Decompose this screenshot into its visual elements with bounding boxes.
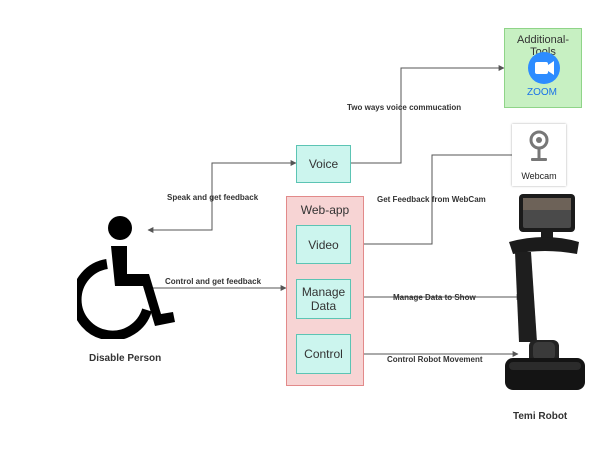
video-node[interactable]: Video bbox=[296, 225, 351, 264]
zoom-icon bbox=[528, 52, 560, 84]
control-node[interactable]: Control bbox=[296, 334, 351, 374]
edge-label-manage-robot: Manage Data to Show bbox=[393, 293, 476, 302]
edge-label-voice-tools: Two ways voice commucation bbox=[347, 103, 462, 112]
manage-data-node[interactable]: Manage Data bbox=[296, 279, 351, 319]
voice-label: Voice bbox=[308, 157, 339, 171]
webcam-label: Webcam bbox=[521, 171, 557, 181]
temi-robot-caption: Temi Robot bbox=[513, 411, 568, 422]
webcam-icon bbox=[529, 130, 549, 161]
control-label: Control bbox=[304, 347, 343, 361]
edge-webcam-video bbox=[350, 154, 512, 247]
zoom-label: ZOOM bbox=[527, 87, 557, 98]
web-app-label: Web-app bbox=[300, 203, 350, 217]
edge-person-voice bbox=[147, 160, 297, 233]
edge-label-control-robot: Control Robot Movement bbox=[387, 355, 483, 364]
disable-person-caption: Disable Person bbox=[89, 353, 162, 364]
edge-label-person-control: Control and get feedback bbox=[165, 277, 262, 286]
edge-label-webcam-video: Get Feedback from WebCam bbox=[377, 195, 486, 204]
temi-robot-icon bbox=[505, 194, 585, 390]
video-label: Video bbox=[308, 237, 339, 252]
manage-data-label: Manage Data bbox=[301, 285, 346, 313]
edge-label-person-voice: Speak and get feedback bbox=[167, 193, 259, 202]
edge-voice-tools bbox=[351, 65, 505, 164]
voice-node[interactable]: Voice bbox=[296, 145, 351, 183]
wheelchair-person-icon bbox=[77, 216, 175, 339]
